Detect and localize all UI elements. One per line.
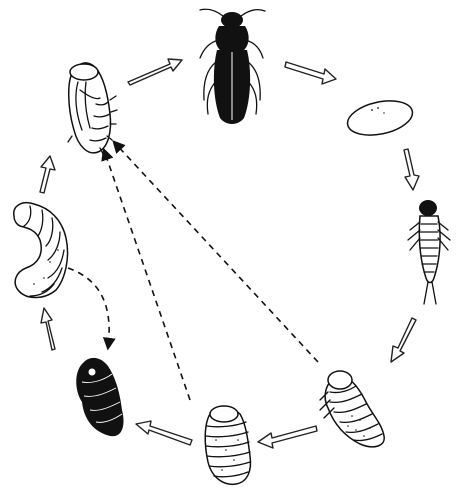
pupa-figure bbox=[68, 63, 117, 154]
egg-figure bbox=[344, 95, 415, 140]
arrow-grub2-to-coarctate bbox=[136, 421, 192, 445]
arrow-egg-to-triungulin bbox=[404, 149, 419, 190]
curled-grub-figure bbox=[14, 203, 68, 298]
triungulin-larva-figure bbox=[408, 200, 450, 304]
dashed-arrows bbox=[68, 142, 318, 400]
dashed-arrow-grub2-to-pupa bbox=[104, 150, 190, 400]
dashed-arrow-grub-to-pupa bbox=[114, 142, 318, 362]
grub-larva-figure bbox=[320, 371, 384, 447]
grub-larva-second-figure bbox=[205, 406, 250, 484]
arrow-curled-to-pupa bbox=[40, 156, 55, 193]
adult-beetle-figure bbox=[200, 9, 265, 124]
arrow-left-upward bbox=[41, 308, 55, 350]
coarctate-larva-figure bbox=[76, 358, 123, 436]
arrow-pupa-to-adult bbox=[128, 59, 182, 85]
dashed-arrow-curled-to-coarctate bbox=[68, 268, 109, 348]
arrow-triungulin-to-grub bbox=[391, 318, 416, 362]
arrow-adult-to-egg bbox=[285, 62, 336, 84]
arrow-grub-to-grub2 bbox=[258, 426, 317, 448]
